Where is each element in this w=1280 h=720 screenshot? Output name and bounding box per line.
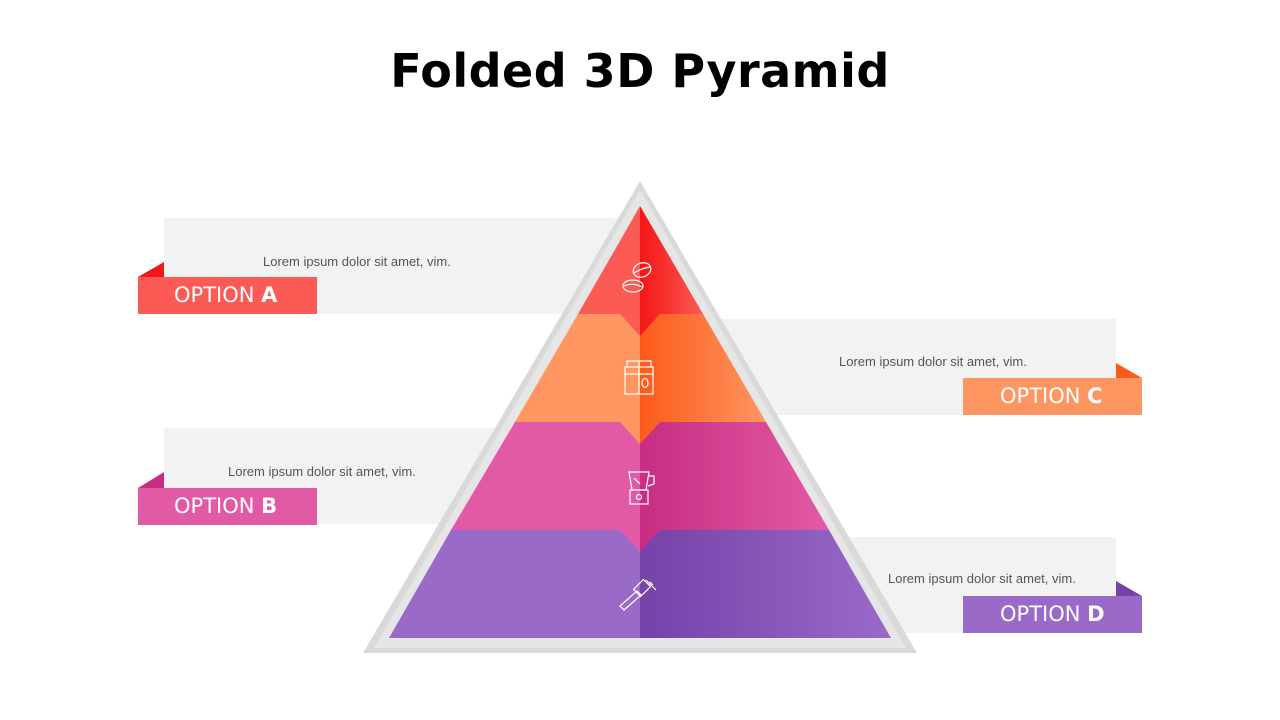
tier-d-right [640,530,891,638]
coffee-bag-icon [624,360,654,395]
option-b-fold [138,472,164,488]
tier-c-right [640,314,766,444]
option-c-label: OPTION C [963,378,1142,415]
espresso-tamper-icon [619,578,657,611]
option-c-text: Lorem ipsum dolor sit amet, vim. [839,354,1027,369]
option-b-text: Lorem ipsum dolor sit amet, vim. [228,464,416,479]
page-title: Folded 3D Pyramid [390,44,890,98]
option-a-label: OPTION A [138,277,317,314]
option-c-fold [1116,363,1142,378]
tier-a-right [640,206,703,336]
tier-c-left [515,314,640,444]
coffee-beans-icon [622,262,652,293]
blender-icon [628,471,655,505]
option-a-text: Lorem ipsum dolor sit amet, vim. [263,254,451,269]
option-d-text: Lorem ipsum dolor sit amet, vim. [888,571,1076,586]
tier-a-left [578,206,640,336]
option-b-label: OPTION B [138,488,317,525]
option-d-fold [1116,581,1142,596]
option-a-fold [138,262,164,277]
tier-d-left [389,530,640,638]
option-d-label: OPTION D [963,596,1142,633]
tier-b-left [451,422,640,552]
tier-b-right [640,422,829,552]
